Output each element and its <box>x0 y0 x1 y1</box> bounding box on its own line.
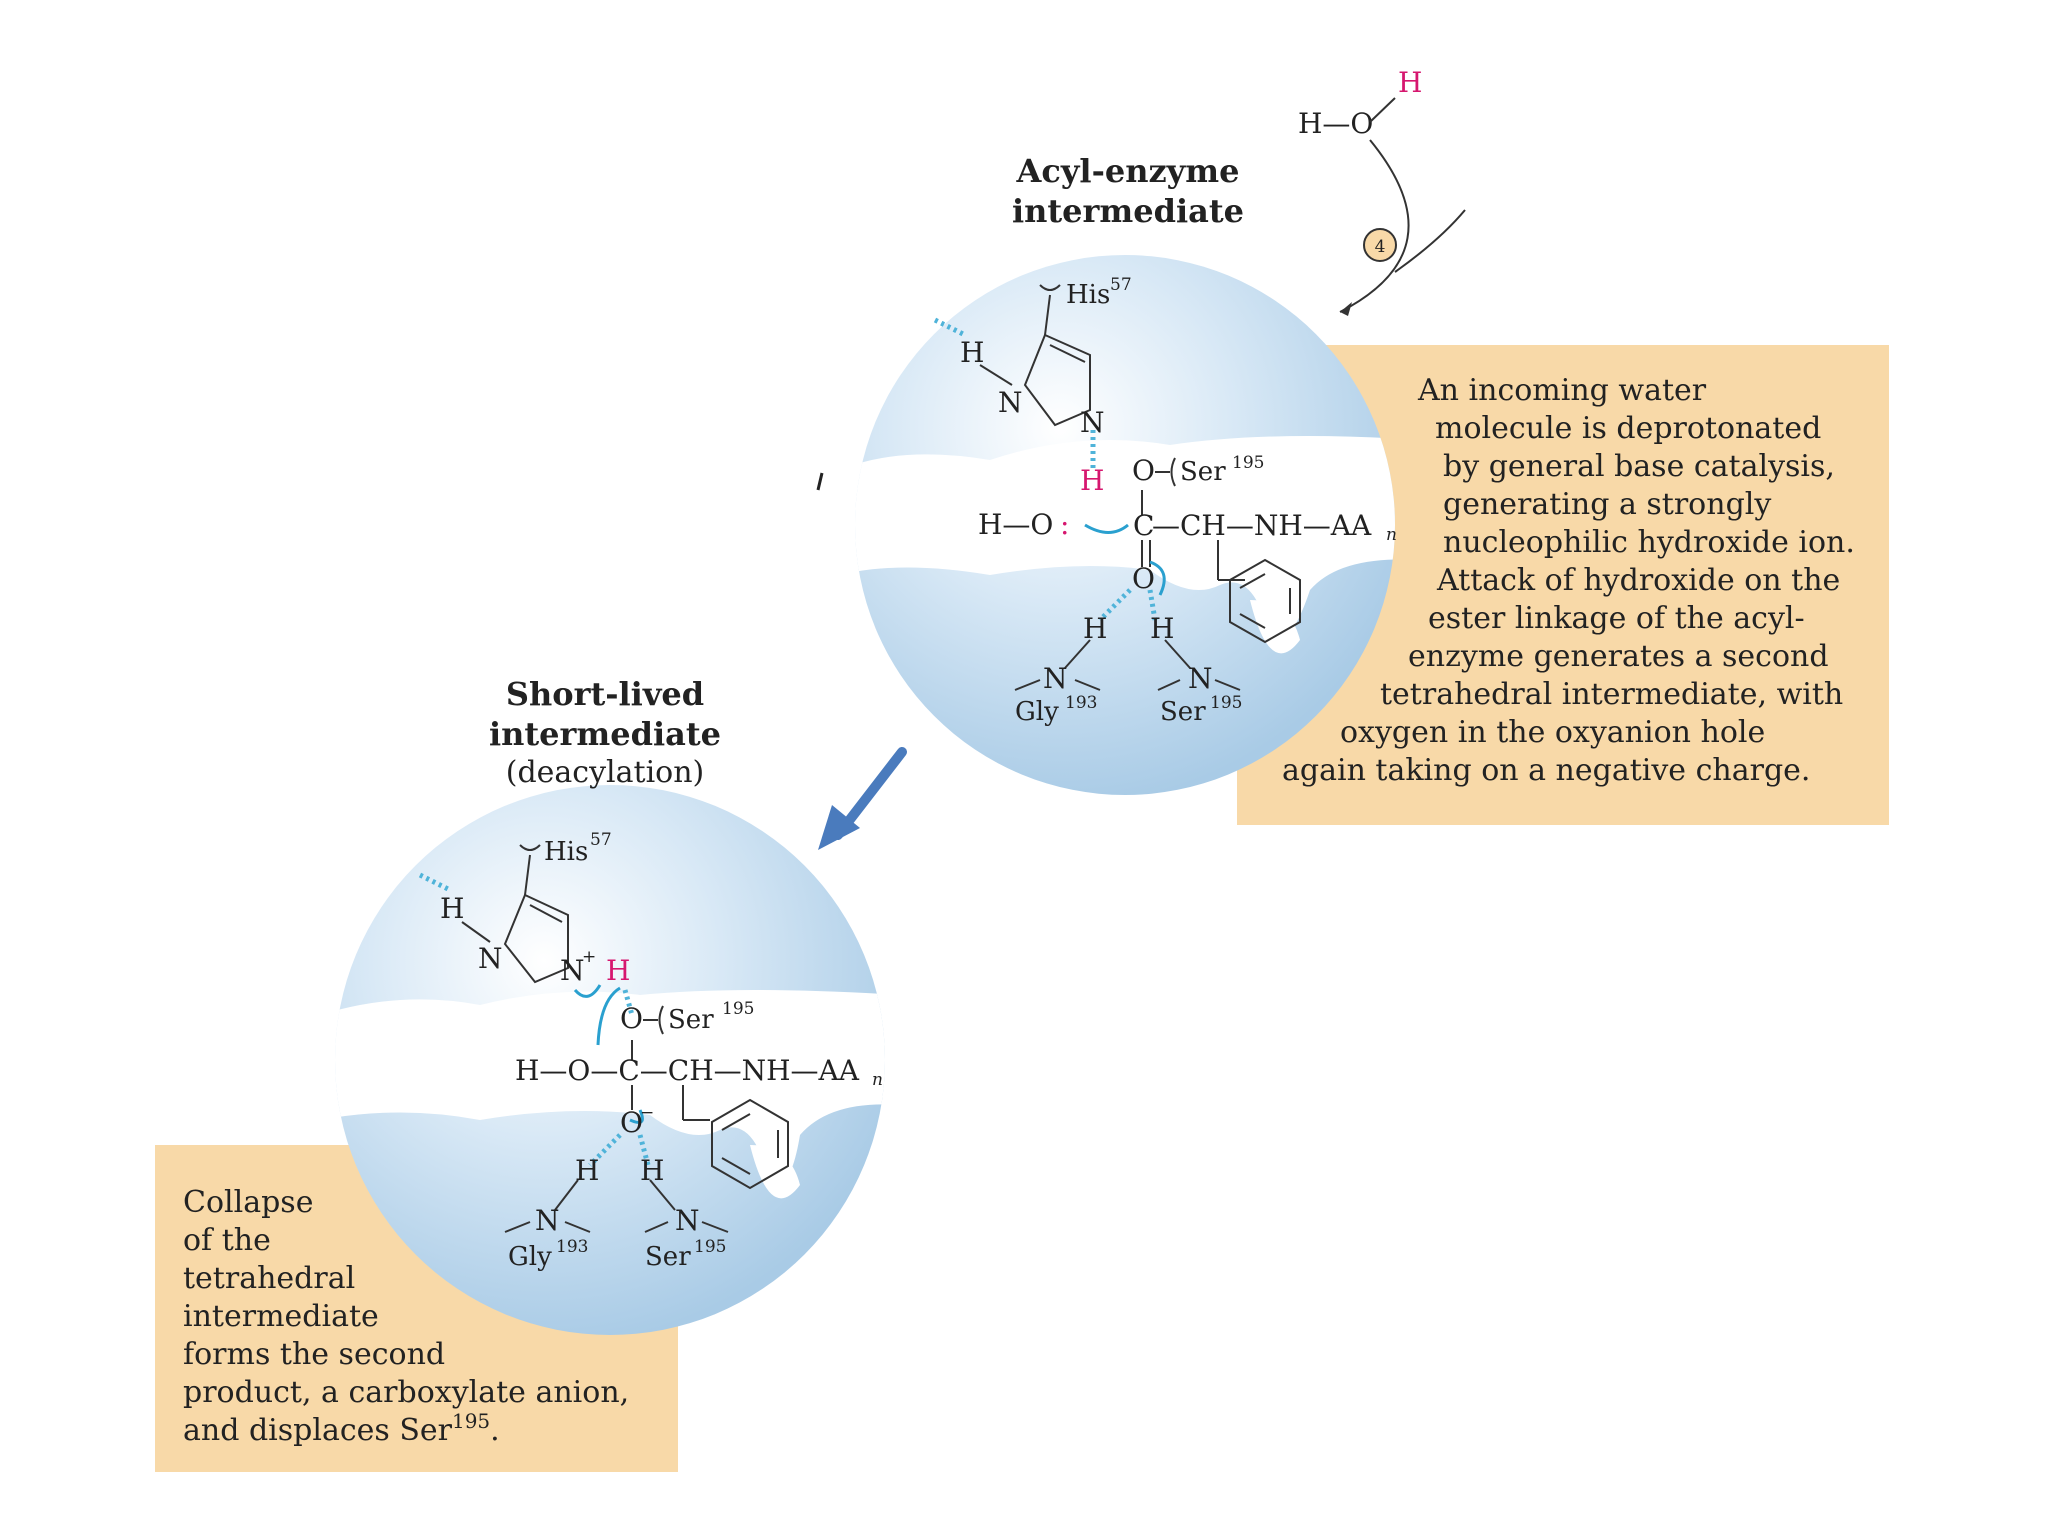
short-caption-line: forms the second <box>183 1337 445 1372</box>
short-ser2-n: N <box>675 1204 700 1237</box>
short-his-label: His <box>544 837 588 867</box>
short-caption-sup: 195 <box>452 1409 490 1433</box>
short-ser2-h: H <box>640 1154 664 1187</box>
acyl-caption-line: nucleophilic hydroxide ion. <box>1443 525 1855 560</box>
acyl-ser2-label: Ser <box>1160 697 1206 727</box>
short-chemistry <box>418 844 789 1233</box>
short-ser2-label: Ser <box>645 1242 691 1272</box>
acyl-his-n1: N <box>998 386 1023 419</box>
short-chain-sub: n <box>872 1070 883 1090</box>
acyl-caption-line: molecule is deprotonated <box>1435 411 1821 446</box>
short-oxyanion: O <box>620 1106 643 1139</box>
transition-arrow <box>818 747 907 850</box>
water-attack-arrow <box>1339 139 1410 313</box>
short-chain: H—O—C—CH—NH—AA <box>515 1054 860 1087</box>
acyl-gly-label: Gly <box>1015 697 1059 727</box>
acyl-bridge-h: H <box>1080 464 1104 497</box>
step-4-badge <box>1363 228 1397 262</box>
acyl-carbon: C <box>1133 509 1154 542</box>
acyl-caption-line: Attack of hydroxide on the <box>1436 563 1840 598</box>
short-gly-sup: 193 <box>556 1237 588 1257</box>
acyl-caption-line: oxygen in the oxyanion hole <box>1340 715 1765 750</box>
acyl-enzyme-sphere <box>855 255 1395 795</box>
acyl-caption-line: generating a strongly <box>1443 487 1771 522</box>
water-ho: H—O <box>1298 107 1373 140</box>
acyl-caption-line: tetrahedral intermediate, with <box>1380 677 1843 712</box>
short-caption-line: Collapse <box>183 1185 313 1220</box>
acyl-title-2: intermediate <box>1012 192 1244 230</box>
step-4-label: 4 <box>1375 237 1386 257</box>
acyl-caption-line: An incoming water <box>1417 373 1707 408</box>
short-caption-line: and displaces Ser195. <box>183 1409 500 1448</box>
short-ser2-sup: 195 <box>694 1237 726 1257</box>
short-gly-h: H <box>575 1154 599 1187</box>
short-bridge-h: H <box>606 954 630 987</box>
short-caption-last: and displaces Ser <box>183 1413 453 1448</box>
acyl-caption: An incoming water molecule is deprotonat… <box>1282 373 1855 788</box>
short-o-ser: O <box>620 1002 643 1035</box>
short-his-plus: + <box>582 947 596 967</box>
short-caption-line: tetrahedral <box>183 1261 355 1296</box>
short-caption-period: . <box>490 1413 500 1448</box>
short-caption-line: intermediate <box>183 1299 379 1334</box>
short-caption-line: product, a carboxylate anion, <box>183 1375 629 1410</box>
acyl-ser2-n: N <box>1188 662 1213 695</box>
acyl-his-n2: N <box>1080 406 1105 439</box>
short-title-2: intermediate <box>489 715 721 753</box>
acyl-caption-line: by general base catalysis, <box>1443 449 1835 484</box>
short-ser-sup: 195 <box>722 999 754 1019</box>
short-his-n2: N <box>560 954 585 987</box>
acyl-carbonyl-o: O <box>1132 562 1155 595</box>
acyl-his-label: His <box>1066 280 1110 310</box>
acyl-gly-sup: 193 <box>1065 693 1097 713</box>
acyl-ho: H—O <box>978 508 1053 541</box>
acyl-chain: —CH—NH—AA <box>1152 509 1372 542</box>
water-h: H <box>1398 66 1422 99</box>
acyl-o-ser: O <box>1132 454 1155 487</box>
short-lived-sphere <box>335 785 885 1335</box>
short-caption: Collapse of the tetrahedral intermediate… <box>183 1185 629 1448</box>
margin-tick <box>816 472 824 491</box>
acyl-gly-n: N <box>1043 662 1068 695</box>
acyl-caption-line: again taking on a negative charge. <box>1282 753 1810 788</box>
short-his-n1: N <box>478 942 503 975</box>
acyl-lone-pair: : <box>1060 508 1069 541</box>
acyl-his-h: H <box>960 336 984 369</box>
short-his-sup: 57 <box>590 830 612 850</box>
short-gly-n: N <box>535 1204 560 1237</box>
acyl-chain-sub: n <box>1386 525 1397 545</box>
acyl-ser-sup: 195 <box>1232 453 1264 473</box>
acyl-ser-label: Ser <box>1180 457 1226 487</box>
acyl-chemistry <box>933 284 1301 691</box>
acyl-caption-line: ester linkage of the acyl- <box>1428 601 1805 636</box>
acyl-caption-line: enzyme generates a second <box>1408 639 1829 674</box>
acyl-ser2-sup: 195 <box>1210 693 1242 713</box>
acyl-gly-h: H <box>1083 612 1107 645</box>
short-subtitle: (deacylation) <box>506 755 705 790</box>
short-gly-label: Gly <box>508 1242 552 1272</box>
acyl-title-1: Acyl-enzyme <box>1016 152 1240 190</box>
short-caption-line: of the <box>183 1223 271 1258</box>
acyl-ser2-h: H <box>1150 612 1174 645</box>
short-his-h: H <box>440 892 464 925</box>
short-minus: − <box>640 1103 654 1123</box>
short-title-1: Short-lived <box>506 675 704 713</box>
acyl-his-sup: 57 <box>1110 275 1132 295</box>
short-ser-label: Ser <box>668 1005 714 1035</box>
